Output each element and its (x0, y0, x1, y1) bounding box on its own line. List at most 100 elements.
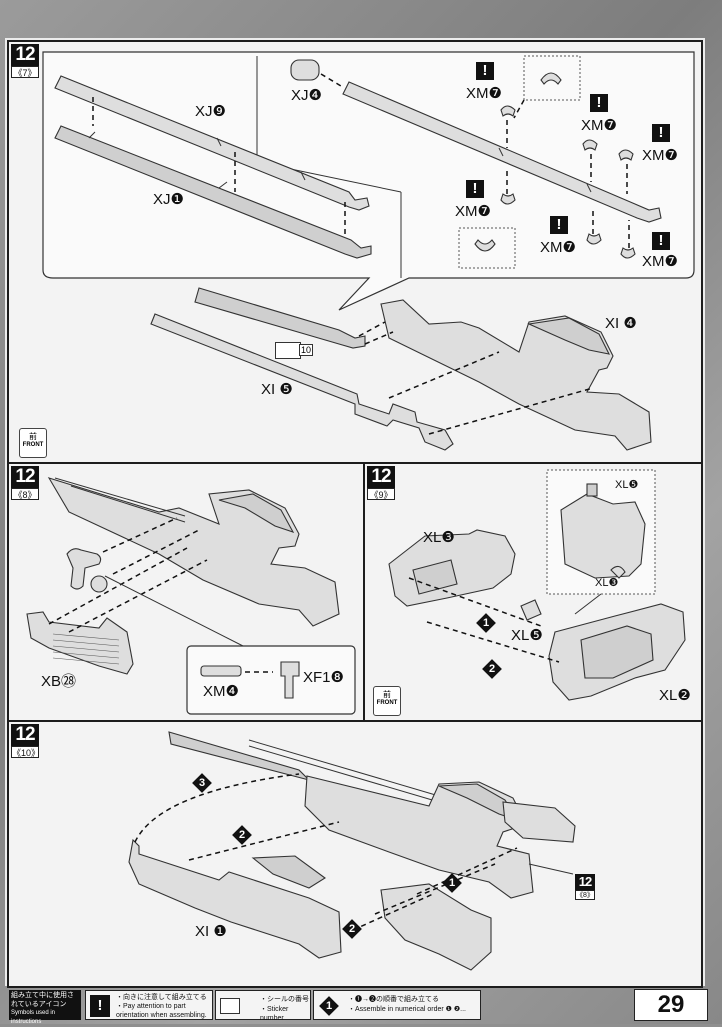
part-assembled-frame (304, 775, 534, 899)
front-jp: 前 (383, 690, 391, 699)
order-number: 1 (448, 877, 456, 889)
step-number: 12 (367, 466, 395, 488)
page-number: 29 (634, 989, 708, 1021)
step-sub-number: 《10》 (11, 746, 41, 758)
order-step-3-icon: 3 (192, 773, 212, 793)
order-step-2-icon: 2 (482, 659, 502, 679)
step-12-9-diagram (388, 469, 686, 701)
orientation-detail-bottom (458, 227, 516, 269)
legend-item-orientation: ! ・向きに注意して組み立てる ・Pay attention to part o… (85, 990, 213, 1020)
front-direction-icon: 前 FRONT (373, 686, 401, 716)
part-xj4 (290, 59, 320, 81)
ref-step-sub: 《8》 (575, 890, 595, 900)
step-badge: 12 《9》 (367, 466, 395, 500)
step-badge: 12 《10》 (11, 724, 41, 758)
part-xf18 (280, 661, 300, 699)
exclamation-icon: ! (476, 62, 494, 80)
label-xi5: XI ❺ (261, 381, 293, 398)
label-xf18: XF1❽ (303, 669, 344, 686)
order-number: 2 (488, 663, 496, 675)
front-jp: 前 (29, 432, 37, 441)
reference-step-badge: 12 《8》 (575, 874, 603, 908)
part-xm-small (66, 548, 102, 590)
label-xj9: XJ❾ (195, 103, 226, 120)
exclamation-icon: ! (590, 94, 608, 112)
order-step-1-icon: 1 (442, 873, 462, 893)
order-step-1-icon: 1 (476, 613, 496, 633)
label-xm7: XM❼ (642, 253, 678, 270)
label-xm7: XM❼ (455, 203, 491, 220)
part-xm7-c (618, 149, 634, 161)
step-12-7-diagram (42, 51, 695, 451)
part-barrel (168, 731, 311, 782)
part-xj9 (54, 75, 370, 211)
step-panel-12-7: 12 《7》 (7, 40, 703, 464)
label-xm7: XM❼ (642, 147, 678, 164)
legend-text-jp: ・向きに注意して組み立てる (116, 994, 207, 1001)
part-xb28 (26, 611, 134, 675)
label-xl2: XL❷ (659, 687, 691, 704)
part-xm7-a (500, 105, 516, 117)
part-barrel-end (194, 287, 366, 349)
step-panel-12-10: 12 《10》 XI ❶ 1 2 2 3 12 《8》 (7, 720, 703, 988)
legend-title: 組み立て中に使用されているアイコン Symbols used in instru… (9, 990, 81, 1025)
part-xi5 (150, 313, 454, 451)
step-panel-12-8: 12 《8》 XB㉘ XM❹ XF1❽ (7, 462, 365, 722)
front-en: FRONT (376, 700, 398, 706)
order-step-2-icon: 2 (342, 919, 362, 939)
part-xi1 (128, 838, 342, 959)
order-number: 1 (482, 617, 490, 629)
step-panel-12-9: 12 《9》 XL❸ XL❺ XL❷ XL❺ XL❸ 1 2 前 FRONT (363, 462, 703, 722)
order-number: 2 (348, 923, 356, 935)
legend-text-en: ・Assemble in numerical order ❶ ❷... (348, 1006, 466, 1013)
legend-text-en: ・Sticker number (260, 1006, 289, 1022)
label-xb28: XB㉘ (41, 673, 77, 690)
label-xi4: XI ❹ (605, 315, 637, 332)
detail-inset-xm4-xf18 (186, 645, 356, 715)
order-icon: 1 (319, 996, 339, 1016)
order-number: 3 (198, 777, 206, 789)
label-xl5: XL❺ (511, 627, 543, 644)
part-grille (502, 801, 576, 843)
icon-legend: 組み立て中に使用されているアイコン Symbols used in instru… (5, 988, 717, 1025)
step-sub-number: 《8》 (11, 488, 39, 500)
part-xl5 (520, 599, 542, 621)
exclamation-icon: ! (90, 995, 110, 1017)
sticker-icon (220, 998, 240, 1014)
legend-title-en: Symbols used in instructions (11, 1010, 56, 1025)
step-badge: 12 《8》 (11, 466, 39, 500)
label-xm7: XM❼ (466, 85, 502, 102)
step-badge: 12 《7》 (11, 44, 39, 78)
step-sub-number: 《9》 (367, 488, 395, 500)
legend-text-en: ・Pay attention to part orientation when … (116, 1003, 207, 1019)
label-xj4: XJ❹ (291, 87, 322, 104)
step-number: 12 (11, 466, 39, 488)
exclamation-icon: ! (652, 124, 670, 142)
front-direction-icon: 前 FRONT (19, 428, 47, 458)
exclamation-icon: ! (550, 216, 568, 234)
legend-item-sticker: ・シールの番号 ・Sticker number (215, 990, 311, 1022)
label-xm4: XM❹ (203, 683, 239, 700)
legend-text-jp: ・シールの番号 (260, 996, 309, 1003)
part-barrel-assembly (342, 81, 662, 223)
ref-step-number: 12 (575, 874, 595, 890)
inset-xl3 (560, 493, 646, 579)
part-xm7-f (620, 247, 636, 259)
exclamation-icon: ! (466, 180, 484, 198)
label-xl5-inset: XL❺ (615, 479, 639, 491)
part-xl-block (380, 883, 492, 971)
legend-item-order: 1 ・❶→❷の順番で組み立てる ・Assemble in numerical o… (313, 990, 481, 1020)
exclamation-icon: ! (652, 232, 670, 250)
sticker-number: 10 (299, 344, 314, 356)
part-xm7-b (582, 139, 598, 151)
step-12-8-diagram (26, 477, 356, 715)
part-xj1 (54, 125, 372, 259)
step-number: 12 (11, 44, 39, 66)
legend-title-jp: 組み立て中に使用されているアイコン (11, 992, 74, 1008)
part-xm7-e (586, 233, 602, 245)
sticker-icon (275, 342, 301, 359)
label-xl3: XL❸ (423, 529, 455, 546)
order-step-2-icon: 2 (232, 825, 252, 845)
step-12-10-diagram (128, 731, 576, 971)
